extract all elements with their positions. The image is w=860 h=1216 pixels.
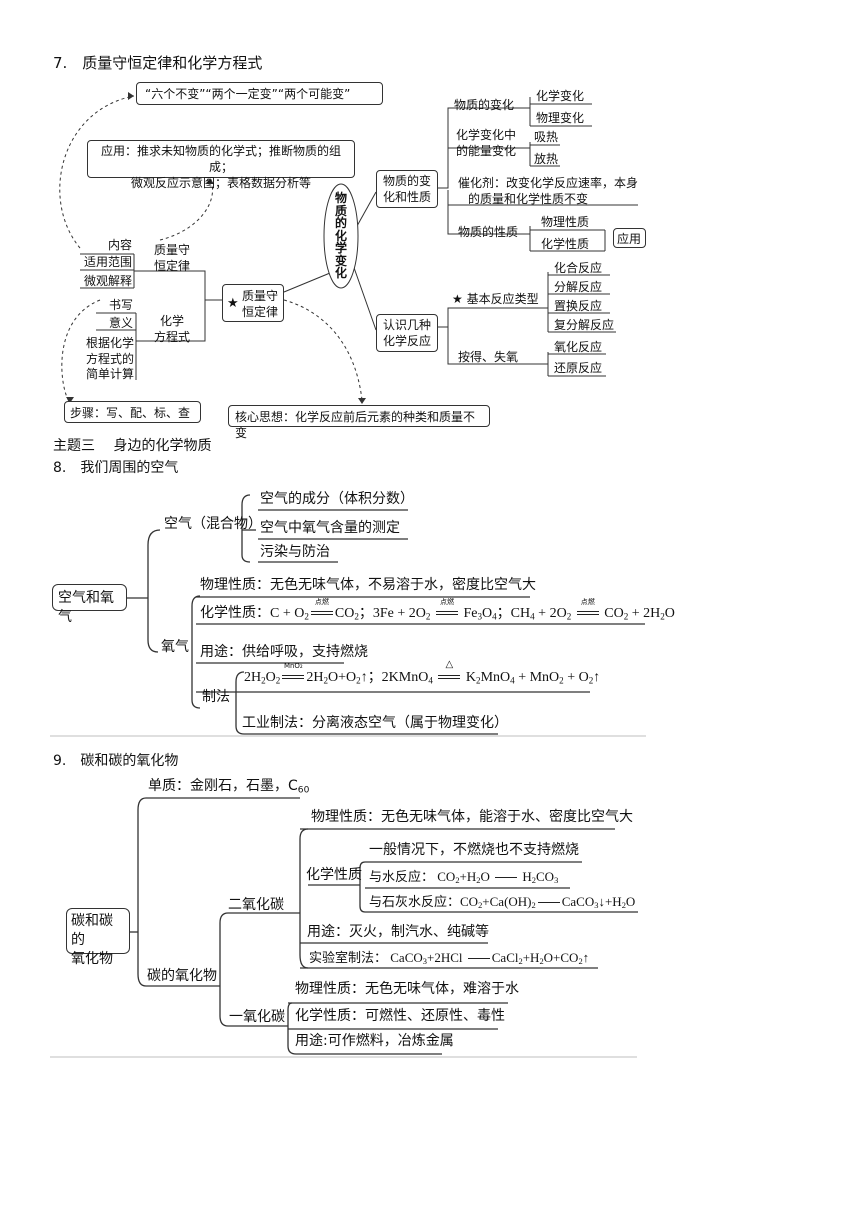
air-composition: 空气的成分（体积分数） (260, 491, 414, 507)
type-combination: 化合反应 (554, 261, 603, 275)
chemical-change-ellipse-text: 物 质 的 化 学 变 化 (334, 191, 347, 280)
oxygen-label: 氧气 (161, 639, 189, 655)
oxygen-industry: 工业制法：分离液态空气（属于物理变化） (242, 715, 508, 731)
oxygen-use: 用途：供给呼吸，支持燃烧 (200, 644, 368, 660)
property: 物质的性质 (458, 225, 519, 239)
star-icon: ★ (227, 296, 239, 311)
invariants-box: “六个不变”“两个一定变”“两个可能变” (136, 82, 383, 105)
section7-title: 7. 质量守恒定律和化学方程式 (53, 54, 263, 72)
co-use: 用途:可作燃料，冶炼金属 (295, 1033, 454, 1049)
air-oxygen-root: 空气和氧气 (52, 584, 127, 625)
material-change: 物质的变化 (454, 98, 515, 112)
section8-title: 8. 我们周围的空气 (53, 460, 179, 476)
oxygen-prep: 制法 (202, 689, 230, 705)
air-mixture: 空气（混合物） (164, 516, 262, 532)
oxygen-phys: 物理性质：无色无味气体，不易溶于水，密度比空气大 (200, 577, 536, 593)
basic-reaction-types: ★ 基本反应类型 (452, 292, 539, 306)
co2-label: 二氧化碳 (228, 897, 284, 913)
oxygen-gain-loss: 按得、失氧 (458, 350, 519, 364)
left-item-scope: 适用范围 (84, 255, 133, 269)
section9-title: 9. 碳和碳的氧化物 (53, 753, 179, 769)
co-chem: 化学性质：可燃性、还原性、毒性 (295, 1008, 505, 1024)
co-phys: 物理性质：无色无味气体，难溶于水 (295, 981, 519, 997)
type-decomposition: 分解反应 (554, 280, 603, 294)
steps-box: 步骤：写、配、标、查 (64, 401, 201, 423)
co2-chem-1: 一般情况下，不燃烧也不支持燃烧 (369, 842, 579, 858)
theme3-title: 主题三 身边的化学物质 (53, 438, 212, 454)
type-double-decomposition: 复分解反应 (554, 318, 615, 332)
carbon-element: 单质：金刚石，石墨，C60 (148, 778, 310, 796)
type-displacement: 置换反应 (554, 299, 603, 313)
phys-prop: 物理性质 (541, 215, 590, 229)
equation-label: 化学 方程式 (154, 314, 191, 344)
core-idea-box: 核心思想：化学反应前后元素的种类和质量不变 (228, 405, 490, 440)
co2-water-reaction: 与水反应： CO2+H2O H2CO3 (369, 869, 559, 886)
co2-phys: 物理性质：无色无味气体，能溶于水、密度比空气大 (311, 809, 633, 825)
chem-change: 化学变化 (536, 89, 585, 103)
carbon-root: 碳和碳的 氧化物 (66, 908, 130, 967)
apply-box: 应用 (613, 228, 646, 248)
absorb-heat: 吸热 (534, 130, 559, 144)
co-label: 一氧化碳 (229, 1009, 285, 1025)
center-mass-law-box: ★ 质量守 恒定律 (222, 284, 284, 322)
left-item-micro: 微观解释 (84, 274, 133, 288)
chem-prop: 化学性质 (541, 237, 590, 251)
energy-change: 化学变化中 的能量变化 (456, 128, 517, 158)
eq-item-meaning: 意义 (109, 316, 134, 330)
application-box: 应用：推求未知物质的化学式；推断物质的组成； 微观反应示意图；表格数据分析等 (87, 140, 355, 190)
know-reactions-box: 认识几种 化学反应 (376, 314, 438, 352)
carbon-oxides: 碳的氧化物 (147, 968, 217, 984)
application-line1: 应用：推求未知物质的化学式；推断物质的组成； (100, 144, 341, 175)
co2-lab-prep: 实验室制法： CaCO3+2HCl CaCl2+H2O+CO2↑ (309, 950, 590, 967)
left-item-content: 内容 (108, 238, 133, 252)
change-property-box: 物质的变 化和性质 (376, 170, 438, 208)
mass-law-label: 质量守 恒定律 (154, 243, 191, 273)
eq-calc: 根据化学 方程式的 简单计算 (86, 336, 135, 382)
air-oxygen-measure: 空气中氧气含量的测定 (260, 520, 400, 536)
oxidation: 氧化反应 (554, 340, 603, 354)
catalyst: 催化剂：改变化学反应速率，本身 的质量和化学性质不变 (458, 176, 639, 206)
application-line2: 微观反应示意图；表格数据分析等 (130, 176, 311, 191)
phys-change: 物理变化 (536, 111, 585, 125)
co2-use: 用途：灭火，制汽水、纯碱等 (307, 924, 489, 940)
eq-item-write: 书写 (109, 298, 134, 312)
air-pollution: 污染与防治 (260, 544, 330, 560)
reduction: 还原反应 (554, 361, 603, 375)
co2-chem-label: 化学性质 (306, 867, 362, 883)
release-heat: 放热 (534, 152, 559, 166)
